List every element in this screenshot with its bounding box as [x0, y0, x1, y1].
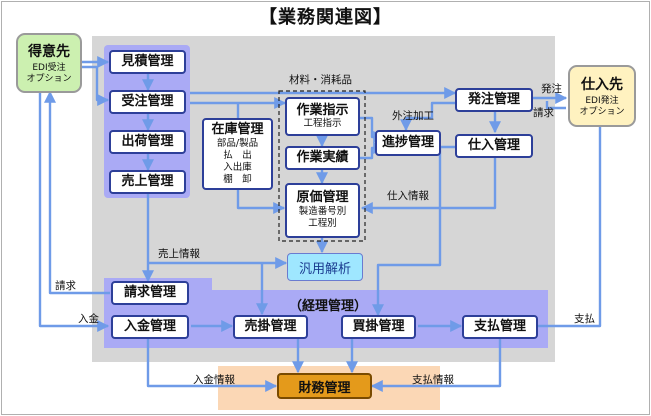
node-genka[interactable]: 原価管理 製造番号別 工程別 [285, 183, 360, 238]
node-shukka[interactable]: 出荷管理 [109, 130, 186, 154]
zaiko-title: 在庫管理 [211, 122, 264, 138]
node-juchu[interactable]: 受注管理 [109, 90, 186, 114]
label-seikyu-in: 請求 [533, 107, 554, 119]
label-nyukin-info: 入金情報 [193, 374, 235, 386]
zaiko-detail-1: 払 出 [223, 149, 252, 161]
label-materials: 材料・消耗品 [289, 74, 352, 86]
node-zaimu[interactable]: 財務管理 [277, 373, 372, 399]
sagyo-shiji-sub: 工程指示 [303, 118, 342, 130]
arrow-shiire-to-kaikake [372, 145, 455, 317]
zaiko-detail-3: 棚 卸 [223, 173, 252, 185]
accounting-group-label: （経理管理） [289, 299, 368, 314]
node-shiire[interactable]: 仕入管理 [455, 134, 533, 158]
node-zaiko[interactable]: 在庫管理 部品/製品 払 出 入出庫 棚 卸 [202, 118, 273, 190]
diagram-title: 【業務関連図】 [259, 7, 392, 28]
zaiko-detail-0: 部品/製品 [216, 138, 259, 150]
node-hatchu[interactable]: 発注管理 [455, 88, 533, 112]
zaiko-detail-2: 入出庫 [223, 161, 252, 173]
label-nyukin-in: 入金 [78, 313, 99, 325]
arrow-shiharai-to-supplier [538, 90, 606, 328]
label-shiire-info: 仕入情報 [387, 190, 429, 202]
arrow-shiharai-info [370, 339, 502, 392]
node-uriage[interactable]: 売上管理 [109, 170, 186, 194]
label-uriage-info: 売上情報 [158, 248, 200, 260]
supplier-name: 仕入先 [581, 77, 623, 94]
arrow-zaiko-to-genka [236, 190, 286, 214]
node-urikake[interactable]: 売掛管理 [233, 315, 308, 339]
label-seikyu-out: 請求 [55, 280, 76, 292]
arrow-shiire-info [360, 157, 497, 214]
sagyo-shiji-title: 作業指示 [296, 102, 349, 118]
arrow-seikyu-to-customer [44, 90, 110, 295]
label-shiharai-out: 支払 [574, 313, 595, 325]
customer-box[interactable]: 得意先 EDI受注 オプション [16, 33, 82, 93]
node-sagyo-jisseki[interactable]: 作業実績 [285, 146, 360, 170]
arrow-nyukin-info [146, 339, 278, 392]
node-sagyo-shiji[interactable]: 作業指示 工程指示 [285, 97, 360, 136]
arrow-gaichu [400, 101, 455, 132]
arrow-customer-payment [38, 92, 110, 332]
supplier-box[interactable]: 仕入先 EDI発注 オプション [568, 65, 636, 127]
arrow-customer-to-juchu [82, 65, 110, 106]
customer-edi-option: EDI受注 オプション [26, 63, 72, 84]
customer-name: 得意先 [28, 44, 70, 61]
node-hanyo-kaiseki[interactable]: 汎用解析 [287, 253, 363, 281]
label-shiharai-info: 支払情報 [412, 374, 454, 386]
arrow-supplier-invoice [545, 101, 566, 110]
label-hatchu: 発注 [541, 83, 562, 95]
genka-title: 原価管理 [296, 190, 349, 206]
label-gaichu: 外注加工 [392, 110, 434, 122]
genka-sub: 製造番号別 工程別 [298, 205, 347, 230]
supplier-edi-option: EDI発注 オプション [579, 96, 625, 117]
node-seikyu[interactable]: 請求管理 [111, 281, 189, 305]
node-kaikake[interactable]: 買掛管理 [341, 315, 416, 339]
node-mitsumori[interactable]: 見積管理 [109, 50, 186, 74]
node-shinchoku[interactable]: 進捗管理 [375, 130, 441, 156]
node-shiharai[interactable]: 支払管理 [462, 315, 538, 339]
node-nyukin[interactable]: 入金管理 [111, 315, 189, 339]
production-dashed-group [278, 90, 366, 242]
